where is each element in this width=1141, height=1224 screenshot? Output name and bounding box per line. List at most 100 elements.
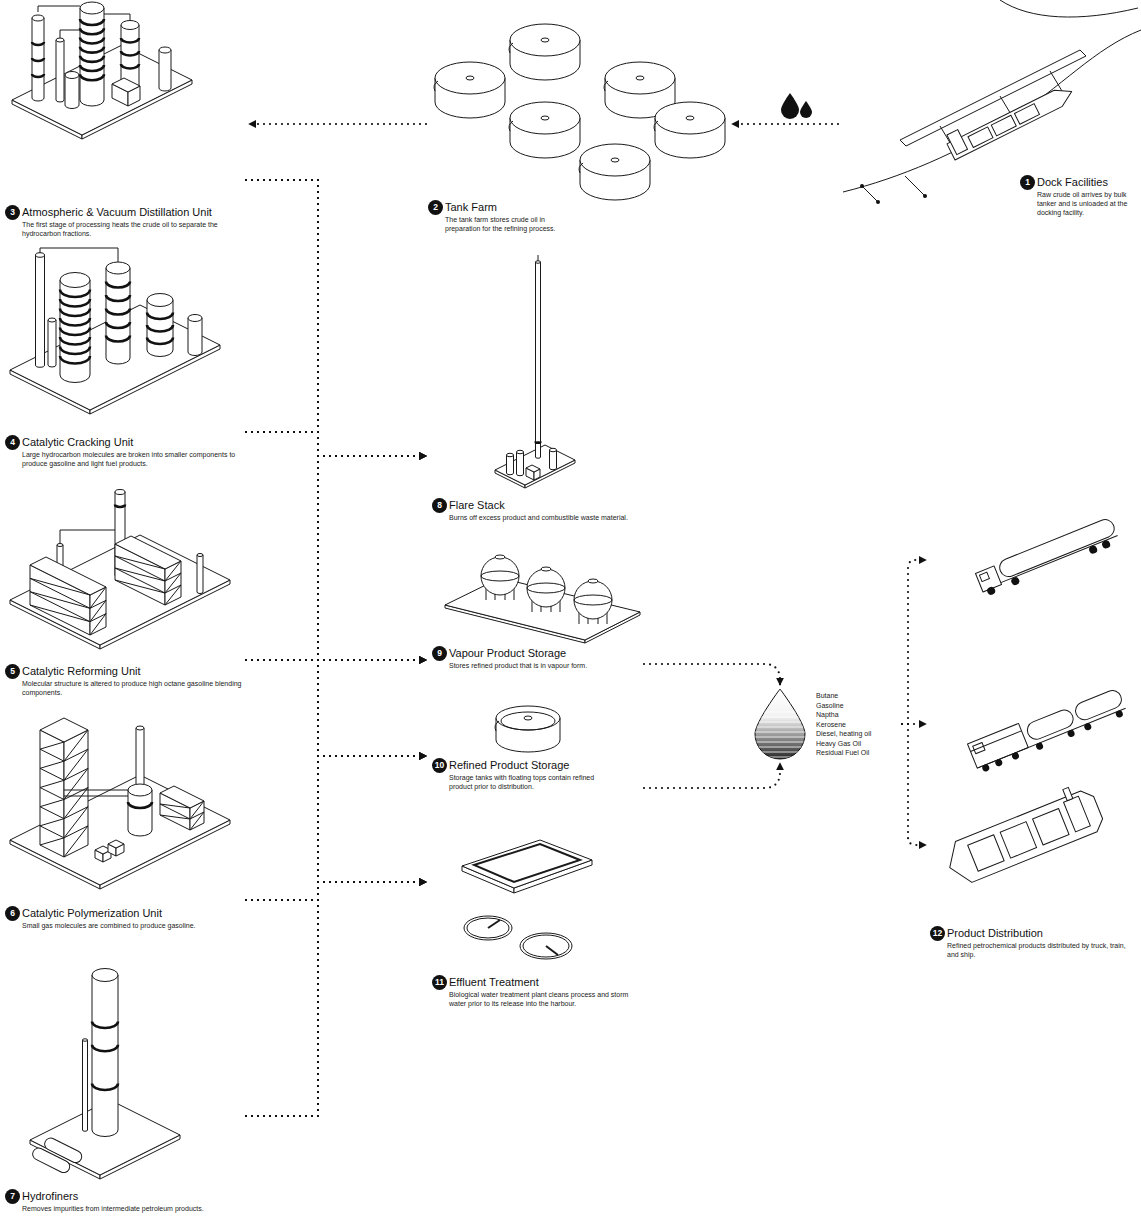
line-art [1025,707,1076,742]
line-art [481,571,519,581]
line-art [541,38,549,42]
line-art [121,64,139,69]
line-art [605,62,675,94]
line-art [197,554,203,557]
line-art [467,918,509,938]
line-art [64,790,128,791]
drop-band [750,737,810,738]
line-art [160,786,204,808]
line-art [56,40,64,102]
tank-farm-illustration [434,24,725,200]
line-art [136,728,144,792]
process-unit: Atmospheric & Vacuum Distillation UnitTh… [5,0,245,238]
line-art [92,969,118,982]
line-art [1014,104,1039,125]
cracking-unit-illustration [10,248,220,414]
line-art [979,572,989,581]
unit-heading: Catalytic Polymerization Unit [22,907,244,920]
line-art [60,273,90,288]
line-art [188,318,202,356]
unit-description: Removes impurities from intermediate pet… [22,1204,244,1213]
line-art [80,2,104,14]
line-art [40,838,64,845]
line-art [843,30,1141,192]
line-art [104,14,130,20]
line-art [546,946,558,955]
hydrofiner-illustration [30,969,180,1180]
product-ship-illustration [939,780,1107,888]
line-art [994,758,1003,767]
line-art [128,784,152,796]
line-art [80,37,104,43]
line-art [510,102,580,134]
line-art [115,568,181,593]
unit-description: The tank farm stores crude oil in prepar… [445,215,570,233]
line-art [517,452,524,476]
line-art [991,115,1016,136]
process-unit: Catalytic Reforming UnitMolecular struct… [5,480,245,697]
product-name: Gasoline [816,701,900,711]
line-art [509,121,513,131]
line-art [106,282,130,288]
callout-number: 11 [432,975,447,990]
line-art [981,763,990,772]
line-art [160,804,190,808]
process-unit: HydrofinersRemoves impurities from inter… [5,960,245,1213]
line-art [1001,535,1118,582]
line-art [121,38,139,43]
line-art [121,51,139,56]
unit-heading: Vapour Product Storage [449,647,639,660]
crude-oil-drops-icon [781,93,812,119]
process-unit: Catalytic Cracking UnitLarge hydrocarbon… [5,240,245,468]
callout-number: 10 [432,758,447,773]
line-art [30,592,90,609]
unit-heading: Hydrofiners [22,1190,244,1203]
product-name: Kerosene [816,720,900,730]
line-art [30,578,90,595]
flow-arrow [246,432,426,660]
callout-number: 6 [5,906,20,921]
line-art [128,802,152,808]
line-art [510,24,580,56]
line-art [90,614,106,635]
drop-band [750,717,810,718]
flow-arrow [902,560,926,724]
line-art [64,826,88,857]
line-art [60,290,90,298]
drop-band [750,747,810,748]
line-art [1115,709,1124,718]
line-art [40,749,88,761]
line-art [523,935,569,957]
line-art [495,555,505,559]
line-art [527,569,565,607]
line-art [464,916,512,940]
callout-number: 3 [5,205,20,220]
line-art [165,561,181,581]
line-art [92,1045,118,1052]
line-art [40,742,64,749]
line-art [56,38,64,42]
line-art [40,248,118,262]
callout-number: 7 [5,1189,20,1204]
line-art [32,42,44,45]
line-art [80,28,104,34]
unit-heading: Dock Facilities [1037,176,1137,189]
line-art [48,318,56,322]
line-art [90,587,106,608]
drop-band [750,742,810,743]
line-art [112,78,140,92]
line-art [550,448,557,452]
flow-arrow [246,432,426,756]
unit-heading: Catalytic Cracking Unit [22,436,244,449]
flow-arrow [246,660,426,900]
line-art [1035,742,1044,751]
product-name: Diesel, heating oil [816,729,900,739]
line-art [115,556,181,581]
line-art [541,567,551,571]
line-art [64,807,88,838]
line-art [30,605,90,622]
line-art [115,490,125,495]
line-art [40,718,88,742]
callout-number: 1 [1020,175,1035,190]
